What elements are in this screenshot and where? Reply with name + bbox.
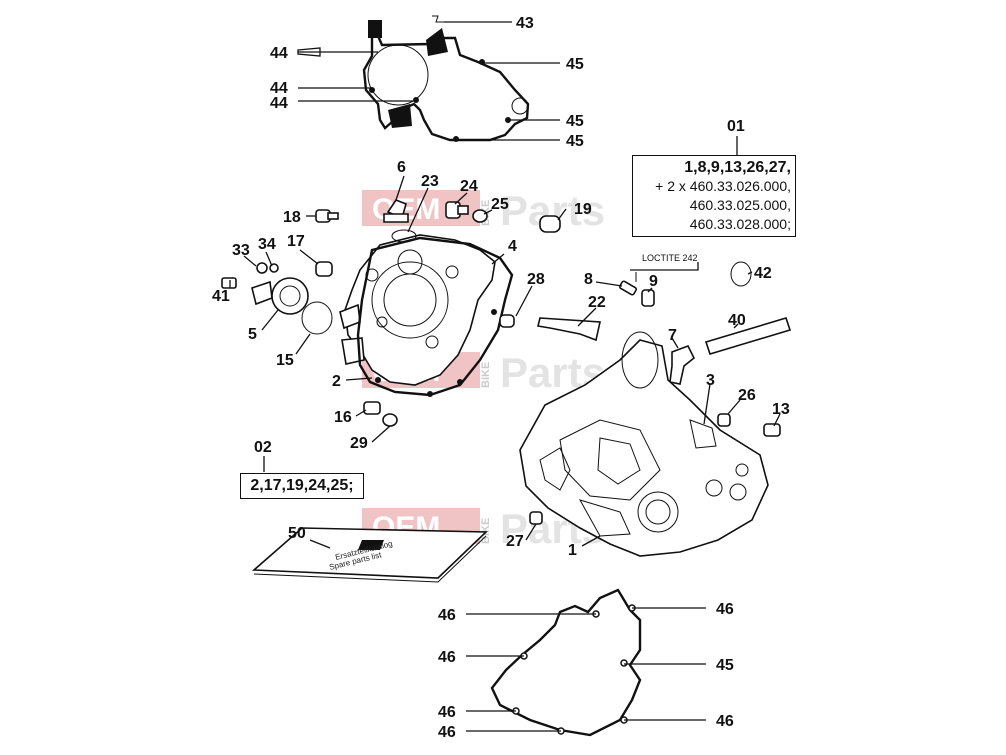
- callout-46: 46: [716, 713, 734, 730]
- kit-01-line: 460.33.028.000;: [689, 216, 791, 232]
- callout-44: 44: [270, 95, 288, 112]
- callout-46: 46: [438, 607, 456, 624]
- cover-gasket-2: [356, 236, 514, 397]
- callout-28: 28: [527, 271, 545, 288]
- bolt-8-sleeve-9: [619, 272, 655, 307]
- kit-01-number: 01: [727, 118, 745, 135]
- bushing-26: [717, 413, 731, 427]
- clip-42: [730, 261, 752, 287]
- callout-24: 24: [460, 178, 478, 195]
- bolt-16: [363, 401, 398, 427]
- callout-44: 44: [270, 45, 288, 62]
- callouts: 43 44 45 44 44 45 45 6 23 24 25 19 18 33…: [212, 15, 790, 741]
- callout-9: 9: [649, 273, 658, 290]
- callout-45: 45: [716, 657, 734, 674]
- plug-17: [315, 261, 333, 277]
- callout-16: 16: [334, 409, 352, 426]
- bushing-28: [499, 314, 515, 328]
- plug-13: [763, 423, 781, 437]
- chain-guide-22: [537, 317, 601, 342]
- callout-46: 46: [438, 704, 456, 721]
- callout-17: 17: [287, 233, 305, 250]
- bolt-24: [445, 201, 488, 223]
- hose-40: [704, 317, 792, 355]
- callout-4: 4: [508, 238, 517, 255]
- callout-3: 3: [706, 372, 715, 389]
- callout-26: 26: [738, 387, 756, 404]
- watermark-top: OEM BIKE Parts: [362, 187, 605, 234]
- crankcase-1: [519, 331, 769, 557]
- callout-45: 45: [566, 133, 584, 150]
- callout-45: 45: [566, 56, 584, 73]
- callout-29: 29: [350, 435, 368, 452]
- kit-01-line: + 2 x 460.33.026.000,: [655, 178, 791, 194]
- kit-01-line: 1,8,9,13,26,27,: [684, 159, 791, 176]
- callout-15: 15: [276, 352, 294, 369]
- svg-text:BIKE: BIKE: [480, 362, 492, 388]
- callout-44: 44: [270, 80, 288, 97]
- callout-42: 42: [754, 265, 772, 282]
- callout-5: 5: [248, 326, 257, 343]
- callout-13: 13: [772, 401, 790, 418]
- leaders-top: [297, 21, 560, 141]
- callout-22: 22: [588, 294, 606, 311]
- callout-7: 7: [668, 327, 677, 344]
- callout-46: 46: [716, 601, 734, 618]
- callout-40: 40: [728, 312, 746, 329]
- clutch-cover-gasket: [362, 15, 530, 142]
- kit-01-line: 460.33.025.000,: [689, 197, 791, 213]
- ignition-cover-gasket: [490, 588, 642, 737]
- callout-50: 50: [288, 525, 306, 542]
- callout-6: 6: [397, 159, 406, 176]
- kit-01-box: 1,8,9,13,26,27, + 2 x 460.33.026.000, 46…: [632, 155, 796, 237]
- screw-18: [315, 209, 339, 223]
- callout-18: 18: [283, 209, 301, 226]
- callout-2: 2: [332, 373, 341, 390]
- callout-46: 46: [438, 724, 456, 741]
- kit-02-number: 02: [254, 439, 272, 456]
- sleeve-19: [539, 215, 561, 233]
- callout-23: 23: [421, 173, 439, 190]
- callout-19: 19: [574, 201, 592, 218]
- svg-text:BIKE: BIKE: [480, 518, 492, 544]
- callout-43: 43: [516, 15, 534, 32]
- water-pump-5: [221, 262, 309, 315]
- callout-41: 41: [212, 288, 230, 305]
- oring-15: [301, 301, 333, 335]
- oil-plug-6: [383, 199, 417, 243]
- callout-45: 45: [566, 113, 584, 130]
- leaders-bottom: [466, 607, 706, 732]
- callout-34: 34: [258, 236, 276, 253]
- callout-8: 8: [584, 271, 593, 288]
- kit-02-box: 2,17,19,24,25;: [240, 473, 364, 499]
- callout-25: 25: [491, 196, 509, 213]
- callout-33: 33: [232, 242, 250, 259]
- callout-1: 1: [568, 542, 577, 559]
- callout-27: 27: [506, 533, 524, 550]
- loctite-label: LOCTITE 242: [642, 253, 698, 263]
- elbow-7: [669, 344, 696, 385]
- callout-46: 46: [438, 649, 456, 666]
- kit-02-text: 2,17,19,24,25;: [250, 477, 354, 494]
- leaders-middle: [229, 175, 781, 549]
